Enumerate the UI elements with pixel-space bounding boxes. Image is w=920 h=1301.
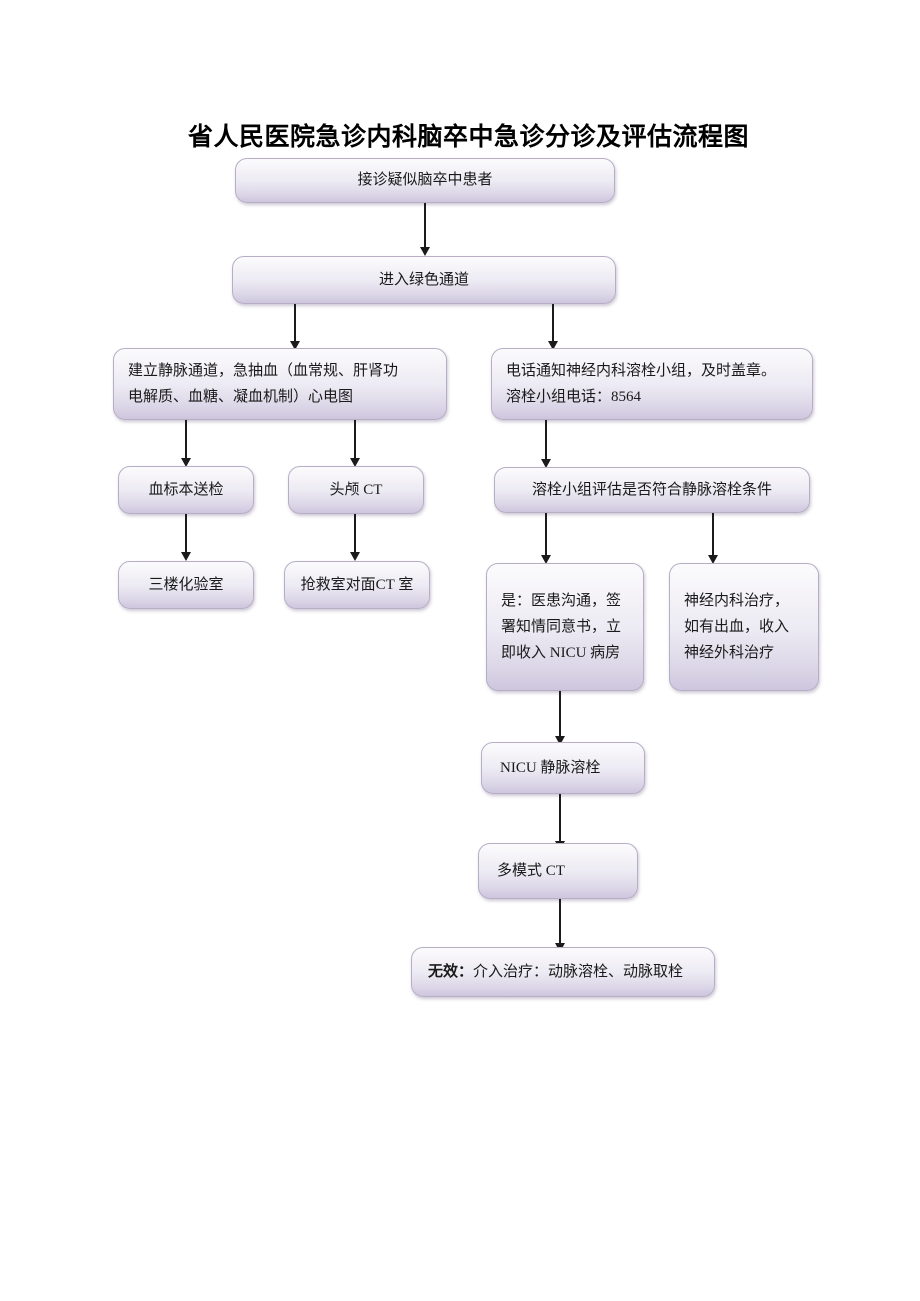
connector-n3-n6 (354, 420, 356, 459)
arrowhead-n2-n4 (548, 341, 558, 350)
node-ineffective-endovascular[interactable]: 无效：介入治疗：动脉溶栓、动脉取栓 (411, 947, 715, 997)
node-send-blood-sample[interactable]: 血标本送检 (118, 466, 254, 514)
connector-n2-n4 (552, 304, 554, 342)
arrowhead-n3-n6 (350, 458, 360, 467)
node-multimodal-ct[interactable]: 多模式 CT (478, 843, 638, 899)
node-label-line-1: 建立静脉通道，急抽血（血常规、肝肾功 (128, 362, 399, 379)
node-ct-room-opposite-resus[interactable]: 抢救室对面CT 室 (284, 561, 430, 609)
connector-n3-n5 (185, 420, 187, 459)
node-third-floor-lab[interactable]: 三楼化验室 (118, 561, 254, 609)
node-label-line-1: 是：医患沟通，签 (501, 592, 622, 609)
node-label: 进入绿色通道 (378, 271, 469, 288)
node-intake-suspected-stroke[interactable]: 接诊疑似脑卒中患者 (235, 158, 615, 203)
node-nicu-iv-thrombolysis[interactable]: NICU 静脉溶栓 (481, 742, 645, 794)
node-label: 头颅 CT (329, 481, 383, 498)
connector-n4-n7 (545, 420, 547, 460)
node-label: 接诊疑似脑卒中患者 (357, 172, 493, 189)
node-label: 溶栓小组评估是否符合静脉溶栓条件 (531, 481, 772, 498)
node-head-ct[interactable]: 头颅 CT (288, 466, 424, 514)
node-label-line-2: 电解质、血糖、凝血机制）心电图 (128, 389, 354, 405)
node-label: NICU 静脉溶栓 (500, 759, 601, 776)
node-evaluate-thrombolysis-criteria[interactable]: 溶栓小组评估是否符合静脉溶栓条件 (494, 467, 810, 513)
node-label-multiline: 电话通知神经内科溶栓小组，及时盖章。 溶栓小组电话：8564 (506, 358, 798, 411)
arrowhead-n10-n12 (555, 736, 565, 745)
arrowhead-n7-n10 (541, 555, 551, 564)
node-label-line-1: 电话通知神经内科溶栓小组，及时盖章。 (506, 362, 777, 379)
node-green-channel[interactable]: 进入绿色通道 (232, 256, 616, 304)
node-label: 抢救室对面CT 室 (300, 576, 414, 593)
arrowhead-n2-n3 (290, 341, 300, 350)
arrowhead-n5-n8 (181, 552, 191, 561)
node-label-line-1: 神经内科治疗， (684, 592, 790, 609)
node-label-line-3: 神经外科治疗 (684, 645, 775, 662)
page-title: 省人民医院急诊内科脑卒中急诊分诊及评估流程图 (188, 124, 750, 151)
node-label-line-2: 溶栓小组电话：8564 (506, 389, 642, 405)
arrowhead-n4-n7 (541, 459, 551, 468)
node-label-multiline: 建立静脉通道，急抽血（血常规、肝肾功 电解质、血糖、凝血机制）心电图 (128, 358, 432, 411)
arrowhead-n1-n2 (420, 247, 430, 256)
node-label-suffix: 介入治疗：动脉溶栓、动脉取栓 (473, 963, 684, 980)
arrowhead-n6-n9 (350, 552, 360, 561)
node-label-line-2: 如有出血，收入 (684, 618, 790, 635)
connector-n1-n2 (424, 203, 426, 248)
node-label-line-2: 署知情同意书，立 (501, 618, 622, 635)
node-label-composite: 无效：介入治疗：动脉溶栓、动脉取栓 (428, 959, 698, 985)
arrowhead-n3-n5 (181, 458, 191, 467)
arrowhead-n7-n11 (708, 555, 718, 564)
node-label: 多模式 CT (497, 862, 565, 879)
node-notify-thrombolysis-team[interactable]: 电话通知神经内科溶栓小组，及时盖章。 溶栓小组电话：8564 (491, 348, 813, 420)
node-label-prefix-bold: 无效： (428, 963, 474, 980)
node-neurology-or-neurosurgery[interactable]: 神经内科治疗， 如有出血，收入 神经外科治疗 (669, 563, 819, 691)
node-iv-access-bloodwork[interactable]: 建立静脉通道，急抽血（血常规、肝肾功 电解质、血糖、凝血机制）心电图 (113, 348, 447, 420)
connector-n6-n9 (354, 514, 356, 553)
node-label-line-3: 即收入 NICU 病房 (501, 645, 621, 662)
connector-n5-n8 (185, 514, 187, 553)
connector-n10-n12 (559, 691, 561, 737)
node-label-multiline: 神经内科治疗， 如有出血，收入 神经外科治疗 (684, 588, 804, 667)
connector-n7-n11 (712, 513, 714, 556)
connector-n7-n10 (545, 513, 547, 556)
node-label: 三楼化验室 (148, 576, 224, 593)
connector-n2-n3 (294, 304, 296, 342)
connector-n12-n13 (559, 794, 561, 842)
node-consent-admit-nicu[interactable]: 是：医患沟通，签 署知情同意书，立 即收入 NICU 病房 (486, 563, 644, 691)
connector-n13-n14 (559, 899, 561, 944)
node-label-multiline: 是：医患沟通，签 署知情同意书，立 即收入 NICU 病房 (501, 588, 629, 667)
node-label: 血标本送检 (148, 481, 224, 498)
